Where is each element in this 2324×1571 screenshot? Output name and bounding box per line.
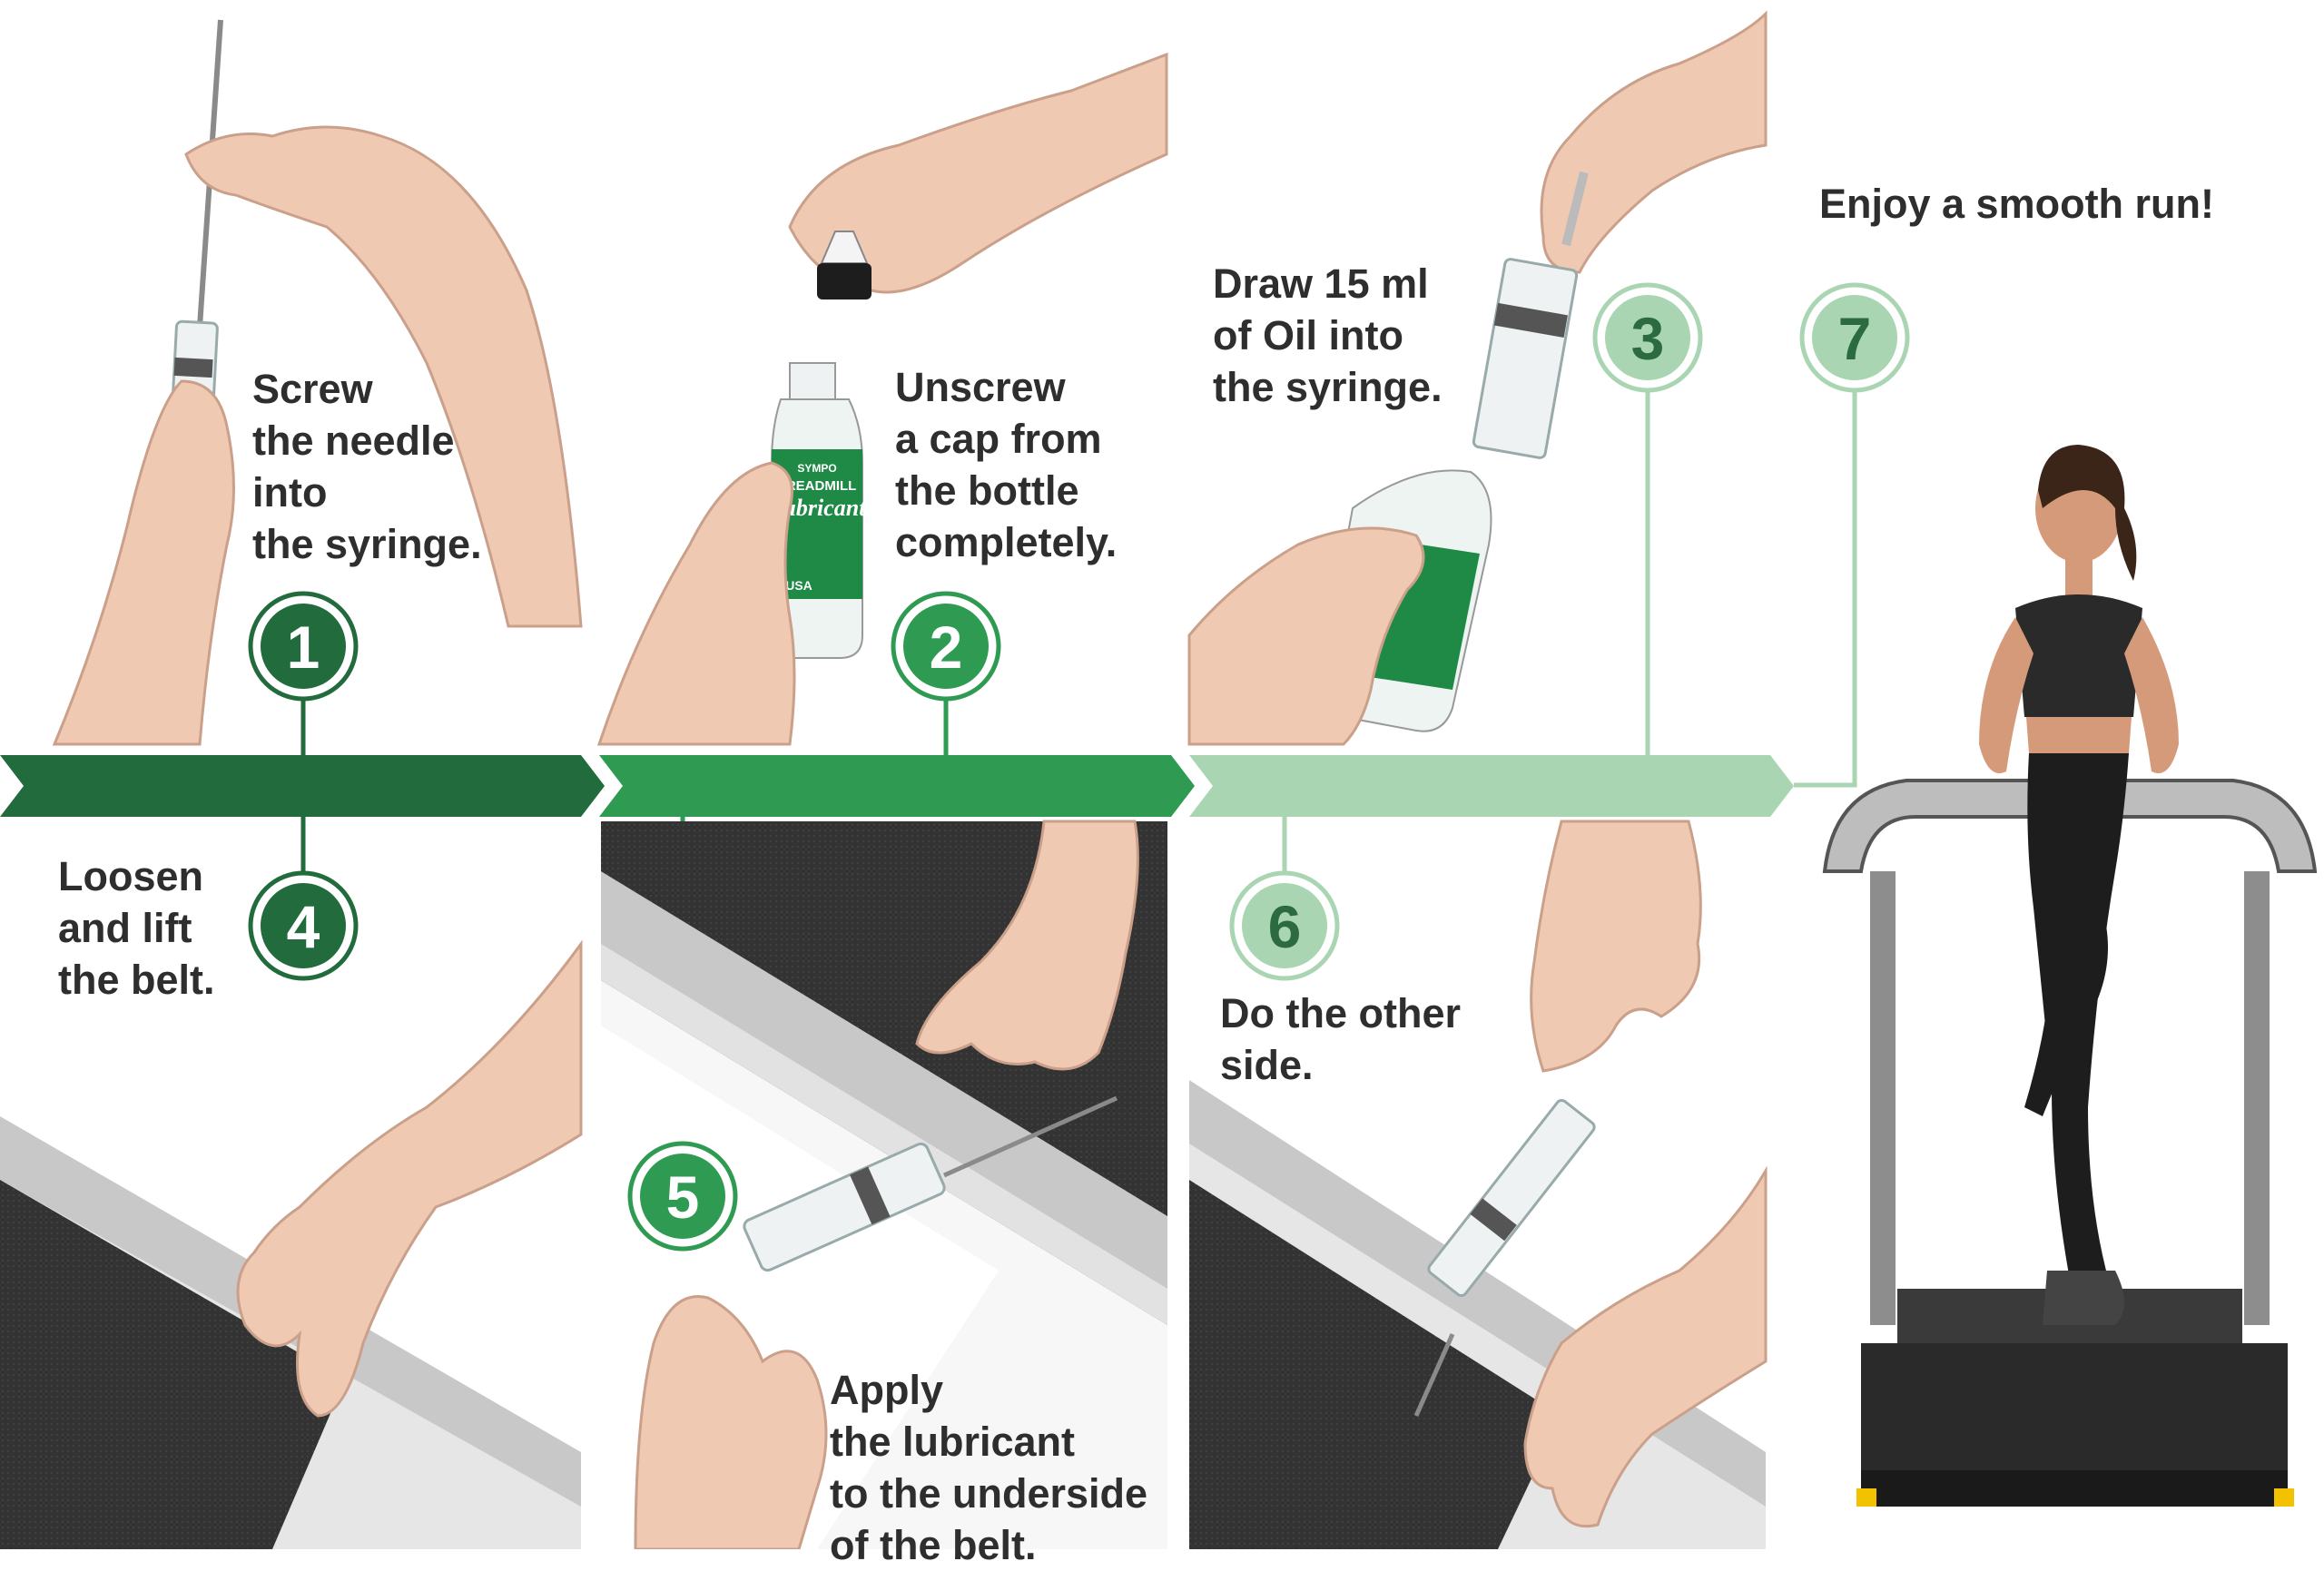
step-number-5: 5 xyxy=(666,1164,700,1231)
bottle-brand: SYMPO xyxy=(797,462,836,475)
syringe-icon xyxy=(1413,1098,1596,1418)
step-number-6: 6 xyxy=(1268,893,1302,960)
syringe-icon xyxy=(1472,171,1589,459)
runner-icon xyxy=(1979,445,2179,1325)
step-badge-5: 5 xyxy=(627,1141,738,1252)
step-number-3: 3 xyxy=(1631,305,1665,372)
hand-icon xyxy=(1540,10,1768,274)
step-3-caption: Draw 15 ml of Oil into the syringe. xyxy=(1213,258,1443,413)
hand-icon xyxy=(596,461,796,746)
step-7-caption: Enjoy a smooth run! xyxy=(1819,178,2214,230)
hand-icon xyxy=(1187,526,1425,746)
step-2-caption: Unscrew a cap from the bottle completely… xyxy=(895,361,1117,568)
caption-line: Do the other xyxy=(1220,990,1461,1036)
caption-line: completely. xyxy=(895,519,1118,565)
caption-line: Screw xyxy=(252,366,373,412)
timeline-segment-1 xyxy=(0,755,605,817)
caption-line: the lubricant xyxy=(830,1419,1076,1465)
bottle-line1: TREADMILL xyxy=(778,478,857,494)
timeline-band xyxy=(0,755,1794,817)
runner-on-treadmill-illustration xyxy=(1822,445,2318,1507)
step-number-1: 1 xyxy=(287,614,320,681)
hand-icon xyxy=(52,379,235,746)
timeline-segment-3 xyxy=(1189,755,1794,817)
panel-step-4-illustration xyxy=(0,939,583,1549)
caption-line: and lift xyxy=(58,905,192,951)
step-4-caption: Loosen and lift the belt. xyxy=(58,850,215,1006)
caption-line: a cap from xyxy=(895,416,1102,462)
step-number-7: 7 xyxy=(1838,305,1872,372)
step-number-2: 2 xyxy=(930,614,963,681)
panel-step-3-illustration xyxy=(1187,10,1768,746)
step-badge-1: 1 xyxy=(248,591,359,702)
bottle-origin: USA xyxy=(785,578,812,593)
hand-icon xyxy=(1530,820,1702,1073)
step-badge-2: 2 xyxy=(891,591,1001,702)
step-badge-3: 3 xyxy=(1592,282,1703,393)
caption-line: Draw 15 ml xyxy=(1213,260,1429,307)
hand-icon xyxy=(1523,1165,1768,1528)
caption-line: into xyxy=(252,469,328,515)
step-5-caption: Apply the lubricant to the underside of … xyxy=(830,1364,1147,1571)
hand-icon xyxy=(236,939,583,1418)
step-number-4: 4 xyxy=(287,893,320,960)
caption-line: of Oil into xyxy=(1213,312,1403,358)
hand-icon xyxy=(634,1295,828,1551)
caption-line: Apply xyxy=(830,1367,944,1413)
caption-line: Enjoy a smooth run! xyxy=(1819,181,2215,227)
treadmill-icon xyxy=(1822,779,2318,1507)
caption-line: Loosen xyxy=(58,853,204,899)
caption-line: of the belt. xyxy=(830,1522,1037,1568)
step-badge-7: 7 xyxy=(1799,282,1910,393)
syringe-icon xyxy=(743,1095,1118,1272)
timeline-segment-2 xyxy=(599,755,1195,817)
step-6-caption: Do the other side. xyxy=(1220,987,1461,1091)
hand-icon xyxy=(915,820,1139,1071)
step-badge-6: 6 xyxy=(1229,870,1340,981)
step-1-caption: Screw the needle into the syringe. xyxy=(252,363,482,570)
cap-icon xyxy=(817,231,872,299)
hand-icon xyxy=(184,125,583,628)
caption-line: the syringe. xyxy=(252,521,482,567)
caption-line: the belt. xyxy=(58,957,215,1003)
step-badge-4: 4 xyxy=(248,870,359,981)
caption-line: side. xyxy=(1220,1042,1314,1088)
caption-line: Unscrew xyxy=(895,364,1066,410)
panel-step-2-illustration: SYMPO TREADMILL Lubricant USA xyxy=(596,52,1168,746)
panel-step-6-illustration xyxy=(1189,820,1768,1549)
caption-line: the syringe. xyxy=(1213,364,1443,410)
panel-step-1-illustration xyxy=(52,19,583,746)
caption-line: the bottle xyxy=(895,467,1079,514)
caption-line: to the underside xyxy=(830,1470,1148,1517)
caption-line: the needle xyxy=(252,417,455,464)
